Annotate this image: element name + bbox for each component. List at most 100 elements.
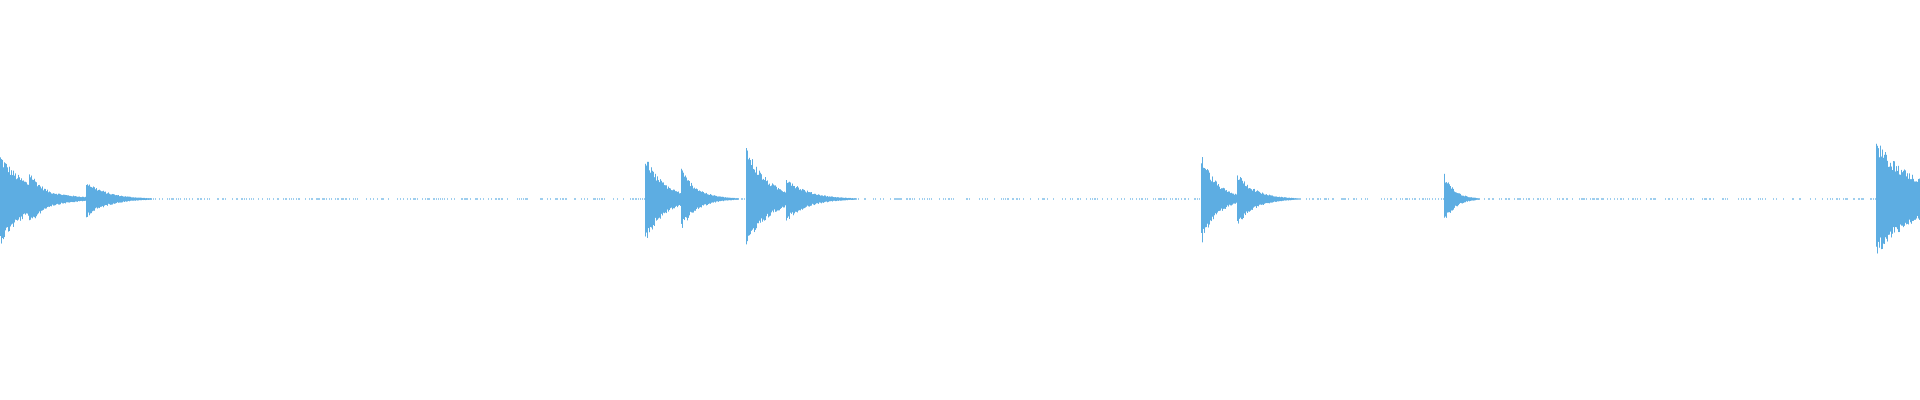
waveform-bar	[945, 198, 946, 200]
waveform-bar	[846, 197, 847, 201]
waveform-bar	[82, 196, 83, 202]
waveform-bar	[1090, 198, 1091, 200]
waveform-bar	[184, 198, 185, 200]
waveform-bar	[1705, 198, 1706, 200]
waveform-bar	[1290, 198, 1291, 201]
waveform-bar	[15, 173, 16, 220]
waveform-bar	[848, 197, 849, 200]
waveform-bar	[64, 194, 65, 204]
waveform-bar	[817, 194, 818, 204]
waveform-bar	[875, 198, 876, 200]
waveform-bar	[28, 184, 29, 216]
waveform-bar	[1479, 198, 1480, 200]
waveform-bar	[124, 196, 125, 203]
waveform-bar	[488, 198, 489, 200]
waveform-bar	[253, 198, 254, 200]
waveform-bar	[1209, 172, 1210, 225]
waveform-bar	[770, 186, 771, 216]
waveform-bar	[855, 198, 856, 200]
waveform-bar	[542, 198, 543, 200]
waveform-bar	[850, 197, 851, 200]
waveform-bar	[317, 198, 318, 200]
waveform-bar	[1518, 198, 1519, 200]
waveform-bar	[207, 198, 208, 200]
waveform-bar	[526, 198, 527, 200]
waveform-bar	[1471, 197, 1472, 201]
waveform-bar	[1188, 198, 1189, 200]
waveform-bar	[1890, 162, 1891, 232]
waveform-bar	[1141, 198, 1142, 200]
waveform-bar	[24, 181, 25, 214]
waveform-bar	[656, 180, 657, 221]
waveform-bar	[1161, 198, 1162, 200]
waveform-bar	[3, 167, 4, 240]
waveform-bar	[225, 198, 226, 200]
waveform-bar	[747, 150, 748, 242]
waveform-bar	[138, 197, 139, 201]
waveform-bar	[1741, 198, 1742, 200]
waveform-bar	[1003, 198, 1004, 200]
waveform-bar	[1271, 195, 1272, 203]
waveform-bar	[1559, 198, 1560, 200]
waveform-bar	[595, 198, 596, 200]
waveform-bar	[55, 193, 56, 206]
waveform-bar	[1892, 170, 1893, 234]
waveform-bar	[345, 198, 346, 200]
waveform-bar	[1145, 198, 1146, 200]
waveform-bar	[680, 193, 681, 206]
waveform-bar	[601, 198, 602, 200]
waveform-bar	[655, 173, 656, 218]
waveform-bar	[23, 180, 24, 215]
waveform-bar	[829, 196, 830, 202]
waveform-bar	[495, 198, 496, 200]
waveform-bar	[741, 198, 742, 200]
waveform-bar	[630, 198, 631, 200]
waveform-bar	[1255, 191, 1256, 207]
waveform-bar	[1132, 198, 1133, 200]
waveform-bar	[1915, 181, 1916, 220]
waveform-bar	[201, 198, 202, 200]
waveform-bar	[1614, 198, 1615, 200]
waveform-bar	[218, 198, 219, 200]
waveform-bar	[1345, 198, 1346, 200]
waveform-bar	[31, 175, 32, 218]
waveform-bar	[35, 181, 36, 219]
waveform-bar	[1725, 198, 1726, 200]
waveform-bar	[400, 198, 401, 200]
waveform-bar	[565, 198, 566, 200]
waveform-bar	[1163, 198, 1164, 200]
waveform-bar	[34, 178, 35, 218]
waveform-bar	[1166, 198, 1167, 200]
waveform-bar	[1508, 198, 1509, 200]
waveform-bar	[172, 198, 173, 200]
waveform-bar	[59, 193, 60, 205]
waveform-bar	[824, 195, 825, 203]
waveform-bar	[803, 189, 804, 209]
waveform-bar	[1044, 198, 1045, 200]
waveform-bar	[145, 198, 146, 201]
waveform-bar	[560, 198, 561, 200]
waveform-bar	[1258, 191, 1259, 207]
waveform-bar	[1773, 198, 1774, 200]
waveform-bar	[242, 198, 243, 200]
waveform-bar	[1566, 198, 1567, 200]
waveform-bar	[704, 193, 705, 205]
waveform-bar	[127, 196, 128, 202]
waveform-bar	[1904, 169, 1905, 226]
waveform-bar	[1897, 170, 1898, 230]
waveform-bar	[1175, 198, 1176, 200]
waveform-bar	[39, 184, 40, 212]
waveform-bar	[832, 196, 833, 202]
waveform-bar	[693, 188, 694, 213]
waveform-bar	[819, 194, 820, 203]
waveform-bar	[719, 196, 720, 202]
waveform-bar	[1672, 198, 1673, 200]
waveform-bar	[842, 197, 843, 201]
waveform-bar	[323, 198, 324, 200]
waveform-bar	[498, 198, 499, 200]
waveform-bar	[1458, 193, 1459, 206]
waveform-bar	[1229, 191, 1230, 205]
waveform-bar	[709, 194, 710, 204]
waveform-bar	[1130, 198, 1131, 200]
